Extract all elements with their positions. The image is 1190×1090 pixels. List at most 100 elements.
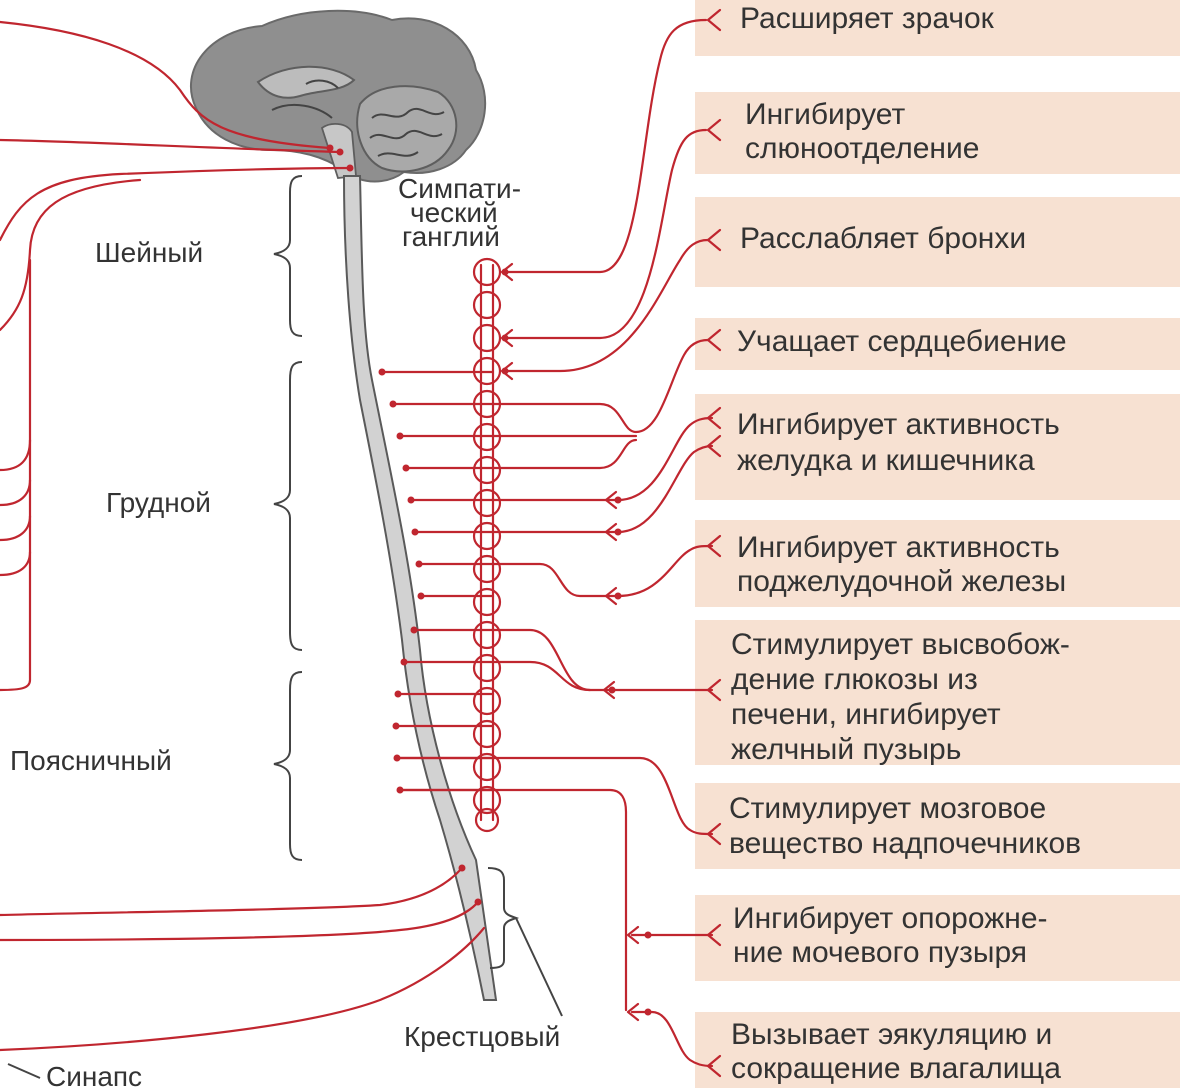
effect-box-pupil: Расширяет зрачок: [695, 0, 1180, 56]
bracket-thoracic: [274, 362, 302, 650]
fiber-origin-dot: [408, 497, 415, 504]
fiber-origin-dot: [411, 627, 418, 634]
effect-text-genital-line2: сокращение влагалища: [731, 1052, 1061, 1085]
ganglion-label-line3: ганглий: [402, 221, 500, 252]
left-fiber-sacral: [0, 902, 478, 940]
effect-text-bronchi-line1: Расслабляет бронхи: [740, 222, 1026, 255]
synapse-dot: [645, 932, 652, 939]
synapse-dot: [645, 1009, 652, 1016]
effect-text-liver-line1: Стимулирует высвобож-: [731, 628, 1070, 661]
fiber-liver-in-2: [493, 662, 590, 690]
sacral-pointer-line: [516, 918, 562, 1016]
effect-text-adrenal-line1: Стимулирует мозговое: [729, 792, 1046, 825]
bracket-sacral: [488, 868, 516, 968]
effect-text-saliva-line1: Ингибирует: [745, 98, 905, 131]
left-fiber: [0, 480, 30, 505]
effect-text-saliva-line2: слюноотделение: [745, 132, 979, 165]
effect-text-pupil-line1: Расширяет зрачок: [740, 2, 995, 35]
synapse-dot: [609, 687, 616, 694]
bracket-lumbar: [274, 672, 302, 860]
effect-text-adrenal-line2: вещество надпочечников: [729, 827, 1081, 860]
left-fiber-dot: [459, 865, 466, 872]
brain: [191, 11, 485, 182]
fiber-to-heart: [493, 340, 708, 432]
fiber-origin-dot: [401, 659, 408, 666]
fiber-liver-in-1: [493, 630, 612, 690]
ganglion-circle: [474, 688, 500, 714]
ganglion-circle: [474, 622, 500, 648]
effect-text-pancreas-line2: поджелудочной железы: [737, 565, 1066, 598]
effect-text-pancreas-line1: Ингибирует активность: [737, 531, 1060, 564]
effect-box-bronchi: Расслабляет бронхи: [695, 197, 1180, 287]
synapse-dot: [615, 497, 622, 504]
synapse-dot: [502, 335, 509, 342]
spinal-cord: [344, 176, 496, 1000]
region-label-cervical: Шейный: [95, 237, 203, 268]
synapse-dot: [615, 529, 622, 536]
effect-text-stomach-line2: желудка и кишечника: [737, 444, 1035, 477]
ganglion-circle: [474, 589, 500, 615]
bracket-cervical: [274, 176, 302, 336]
fiber-origin-dot: [403, 465, 410, 472]
effect-text-liver-line2: дение глюкозы из: [731, 663, 978, 696]
ganglion-circle: [474, 556, 500, 582]
effect-text-liver-line4: желчный пузырь: [731, 733, 961, 766]
postganglionic-fibers: [400, 10, 720, 1076]
effect-box-stomach: Ингибирует активность желудка и кишечник…: [695, 394, 1180, 500]
effect-box-heart: Учащает сердцебиение: [695, 318, 1180, 370]
effect-box-saliva: Ингибирует слюноотделение: [695, 92, 1180, 174]
ganglion-circle: [474, 457, 500, 483]
synapse-label: Синапс: [46, 1061, 142, 1090]
fiber-origin-dot: [393, 723, 400, 730]
effect-boxes: Расширяет зрачок Ингибирует слюноотделен…: [695, 0, 1180, 1088]
effect-text-stomach-line1: Ингибирует активность: [737, 408, 1060, 441]
region-label-sacral: Крестцовый: [404, 1021, 560, 1052]
left-fiber: [0, 440, 30, 470]
synapse-dot: [502, 269, 509, 276]
fiber-to-pupil: [505, 20, 706, 272]
synapse-label-group: Синапс: [8, 1061, 142, 1090]
synapse-dots: [502, 269, 652, 1016]
synapse-forks: [502, 10, 720, 1076]
synapse-pointer-line: [8, 1064, 40, 1078]
effect-box-liver: Стимулирует высвобож- дение глюкозы из п…: [695, 620, 1180, 766]
fiber-pancreas-in: [493, 564, 618, 596]
effect-text-genital-line1: Вызывает эякуляцию и: [731, 1018, 1052, 1051]
left-fiber-dot: [327, 145, 334, 152]
effect-text-bladder-line2: ние мочевого пузыря: [733, 936, 1027, 969]
ganglion-circle: [474, 325, 500, 351]
left-fiber-sacral: [0, 868, 462, 915]
ganglion-label: Симпати- ческий ганглий: [398, 173, 521, 252]
ganglion-circles: [474, 259, 500, 831]
effect-text-liver-line3: печени, ингибирует: [731, 698, 1001, 731]
region-label-thoracic: Грудной: [106, 487, 211, 518]
synapse-dot: [615, 593, 622, 600]
effect-text-heart-line1: Учащает сердцебиение: [737, 325, 1067, 358]
ganglion-circle: [474, 655, 500, 681]
effect-box-bladder: Ингибирует опорожне- ние мочевого пузыря: [695, 895, 1180, 981]
effect-box-adrenal: Стимулирует мозговое вещество надпочечни…: [695, 783, 1180, 869]
brain-cerebellum: [357, 86, 456, 171]
left-fiber-dot: [337, 149, 344, 156]
ganglion-chain: [474, 259, 500, 831]
fiber-origin-dot: [418, 593, 425, 600]
region-label-lumbar: Поясничный: [10, 745, 172, 776]
synapse-dot: [502, 368, 509, 375]
left-fiber-dot: [347, 165, 354, 172]
spinal-cord-body: [344, 176, 496, 1000]
effect-text-bladder-line1: Ингибирует опорожне-: [733, 902, 1048, 935]
ganglion-circle: [474, 292, 500, 318]
ganglion-circle: [474, 490, 500, 516]
fiber-origin-dot: [379, 369, 386, 376]
fiber-to-heart-3: [493, 440, 636, 468]
fiber-sacral-down: [400, 790, 626, 1010]
ganglion-circle: [474, 259, 500, 285]
left-fiber: [0, 516, 30, 540]
fiber-to-bronchi: [505, 240, 708, 371]
left-fiber-dot: [475, 899, 482, 906]
left-fiber: [0, 552, 30, 575]
fiber-origin-dot: [416, 561, 423, 568]
fiber-origin-dot: [390, 401, 397, 408]
effect-box-genital: Вызывает эякуляцию и сокращение влагалищ…: [695, 1012, 1180, 1088]
